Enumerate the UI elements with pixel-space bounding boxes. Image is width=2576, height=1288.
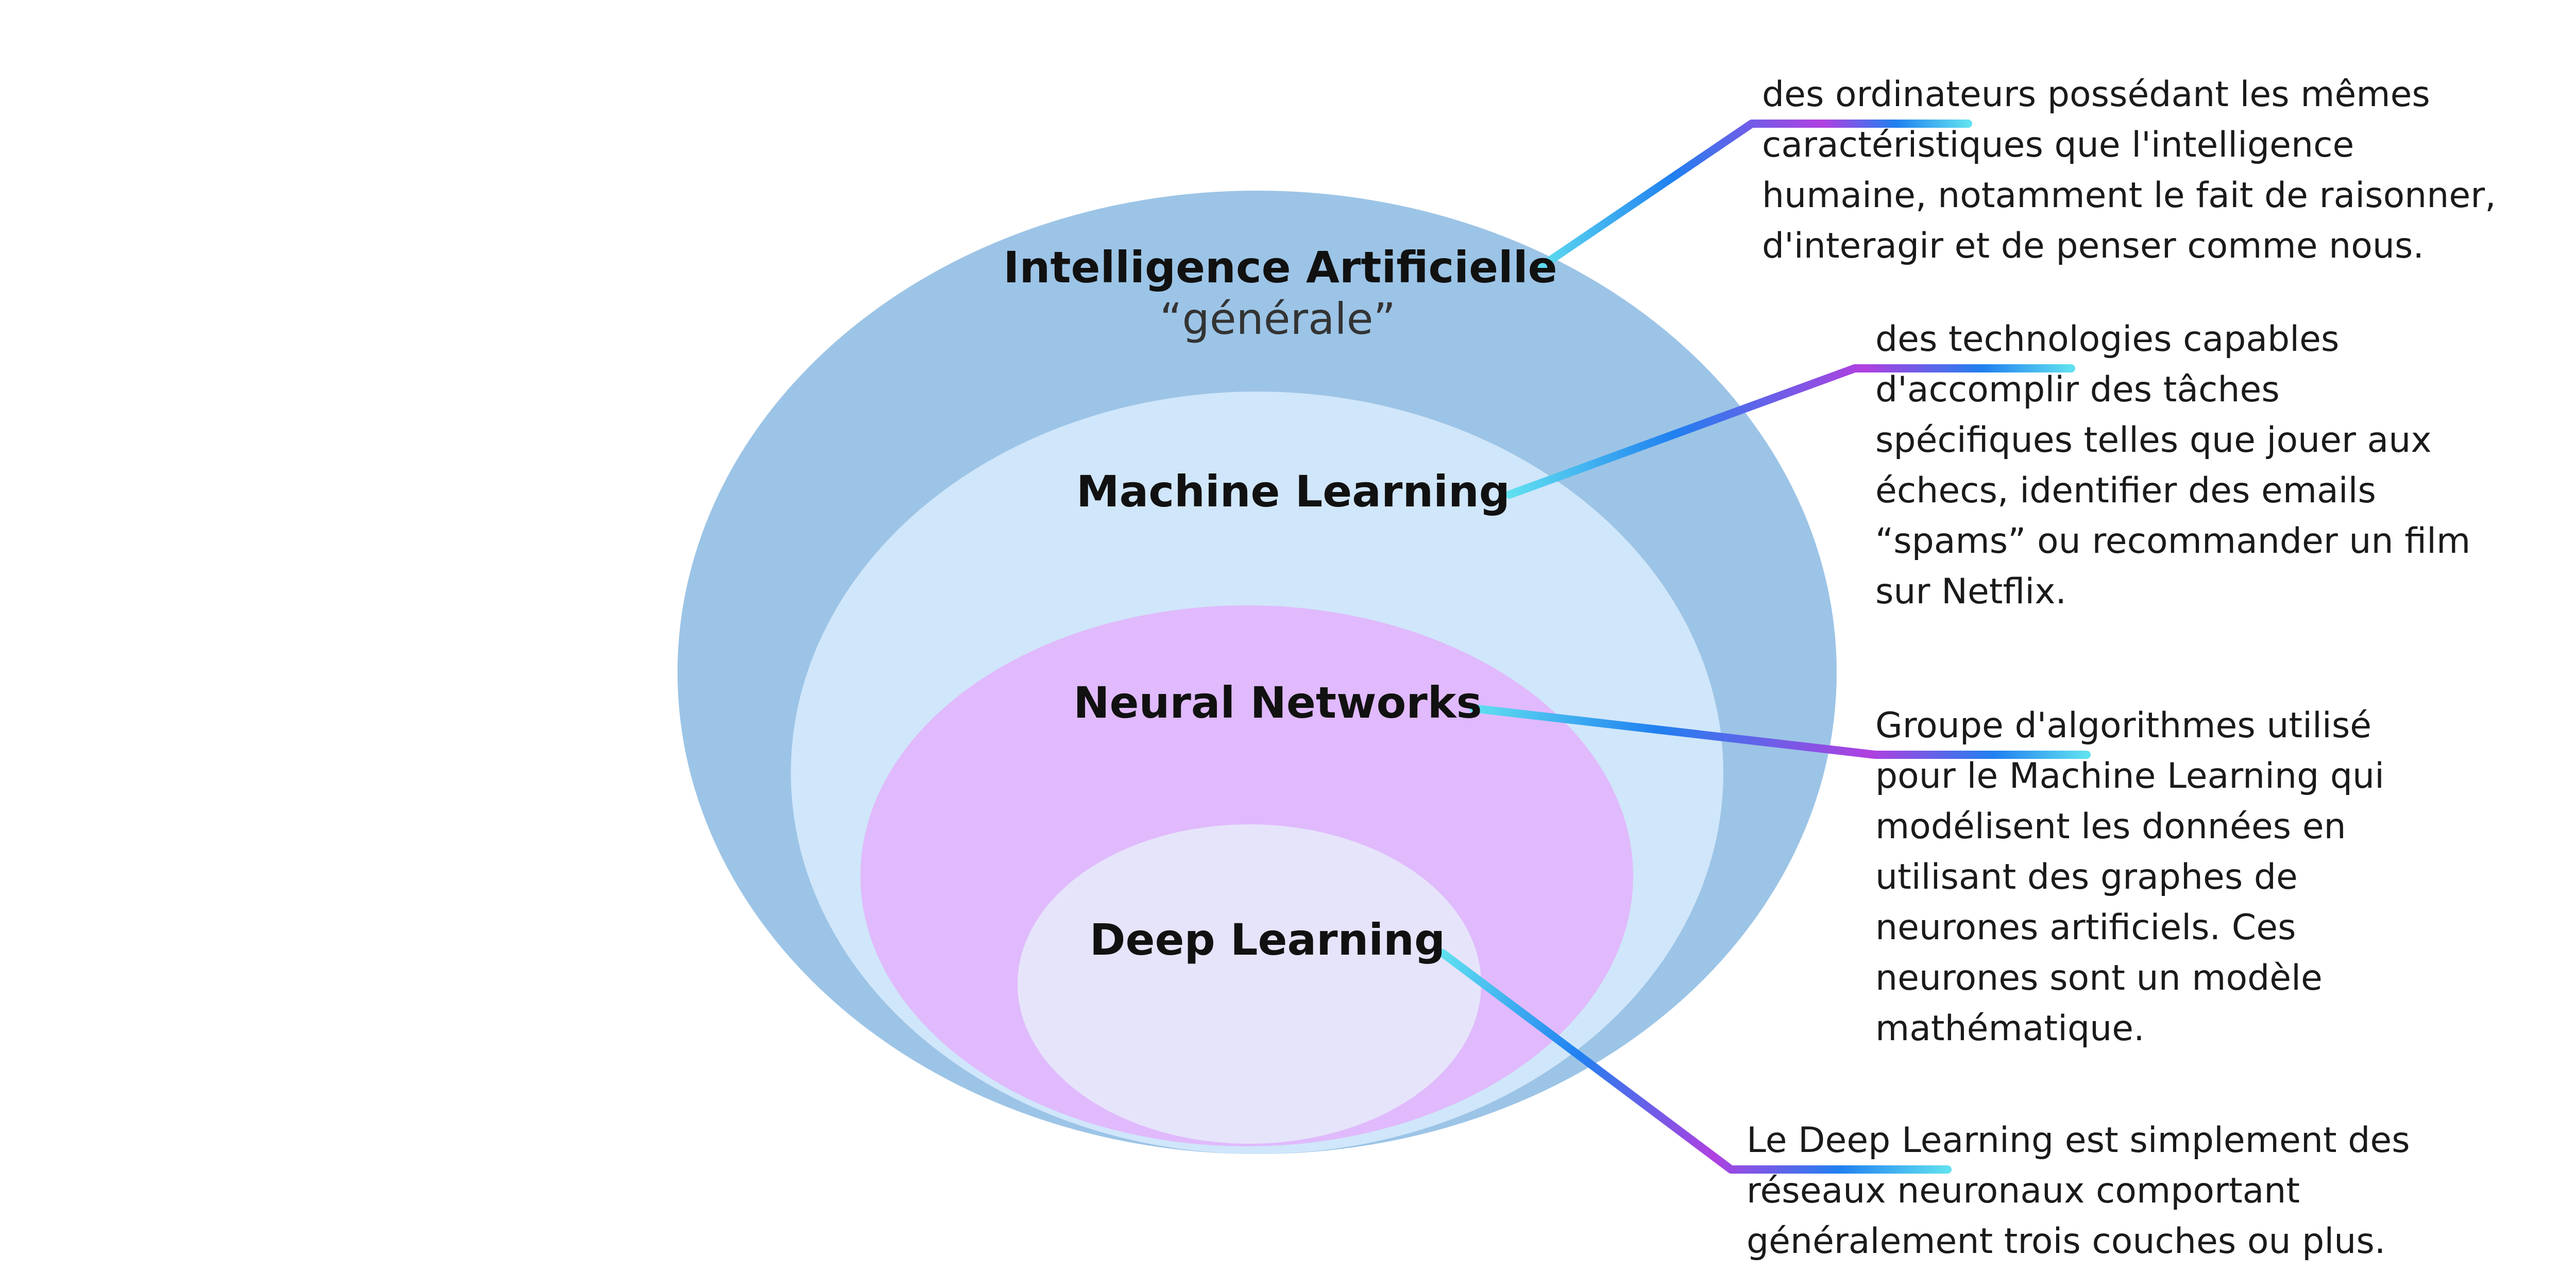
description-line: utilisant des graphes de (1875, 857, 2298, 897)
description-line: des ordinateurs possédant les mêmes (1762, 74, 2430, 115)
connector-line-ml (1505, 364, 2075, 499)
description-line: neurones artificiels. Ces (1875, 907, 2296, 948)
connector-line-nn (1469, 704, 2091, 759)
description-line: pour le Machine Learning qui (1875, 756, 2385, 796)
description-line: sur Netflix. (1875, 571, 2067, 612)
description-line: caractéristiques que l'intelligence (1762, 125, 2354, 165)
description-line: généralement trois couches ou plus. (1747, 1221, 2386, 1262)
label-neural-networks: Neural Networks (1073, 677, 1482, 728)
description-line: humaine, notamment le fait de raisonner, (1762, 175, 2496, 216)
ellipse-deep-learning (1018, 824, 1481, 1144)
description-line: spécifiques telles que jouer aux (1875, 420, 2432, 461)
connector-line-ai (1531, 120, 1972, 275)
description-line: échecs, identifier des emails (1875, 470, 2376, 511)
description-line: modélisent les données en (1875, 806, 2346, 847)
description-machine-learning: des technologies capables d'accomplir de… (1875, 314, 2470, 617)
description-deep-learning: Le Deep Learning est simplement des rése… (1747, 1115, 2410, 1267)
description-line: des technologies capables (1875, 319, 2340, 360)
label-intelligence-artificielle: Intelligence Artificielle (1003, 242, 1557, 293)
description-line: mathématique. (1875, 1008, 2145, 1049)
description-line: neurones sont un modèle (1875, 958, 2323, 998)
description-line: réseaux neuronaux comportant (1747, 1171, 2300, 1211)
label-deep-learning: Deep Learning (1089, 914, 1446, 965)
description-neural-networks: Groupe d'algorithmes utilisé pour le Mac… (1875, 701, 2384, 1054)
label-machine-learning: Machine Learning (1076, 466, 1510, 517)
description-line: “spams” ou recommander un film (1875, 521, 2471, 562)
description-line: d'interagir et de penser comme nous. (1762, 226, 2425, 266)
description-line: d'accomplir des tâches (1875, 369, 2280, 410)
label-generale: “générale” (1160, 294, 1396, 344)
connector-line-dl (1438, 949, 1952, 1174)
description-line: Le Deep Learning est simplement des (1747, 1120, 2410, 1161)
description-line: Groupe d'algorithmes utilisé (1875, 705, 2372, 746)
description-intelligence-artificielle: des ordinateurs possédant les mêmes cara… (1762, 70, 2496, 272)
